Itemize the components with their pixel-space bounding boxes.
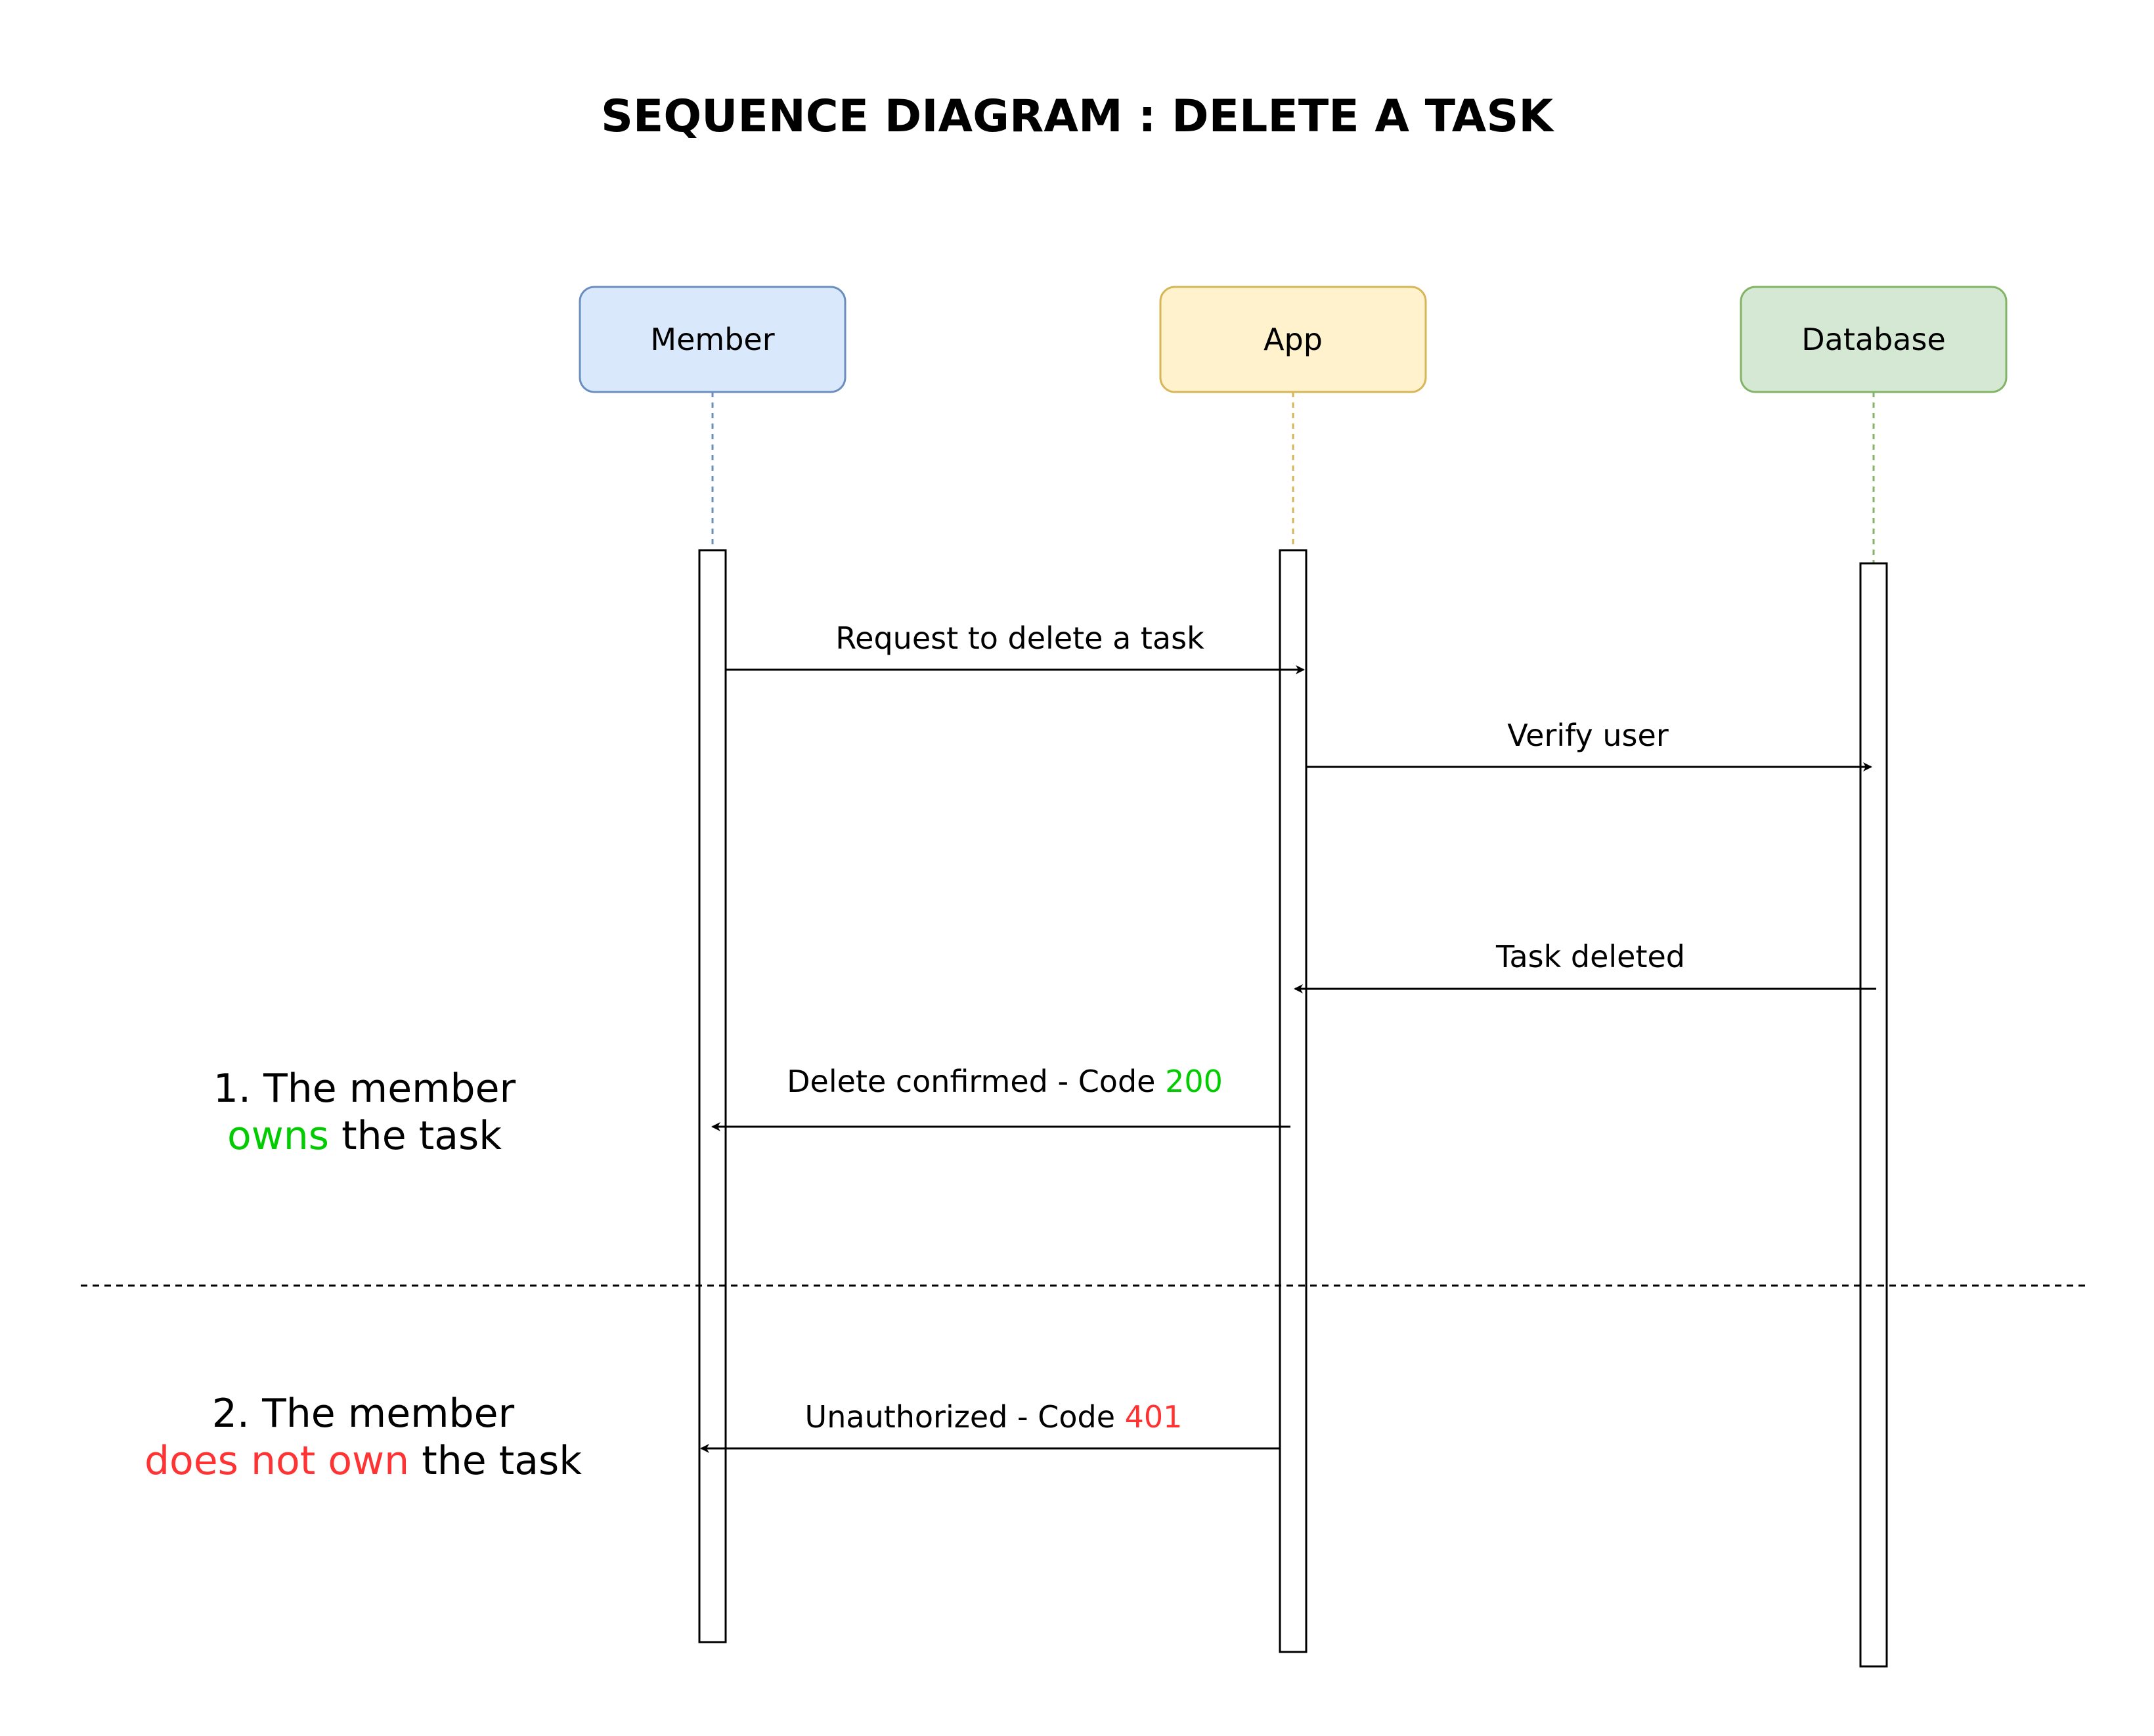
scenario-2-highlight: does not own bbox=[144, 1438, 410, 1484]
member-activation-bar bbox=[698, 549, 727, 1643]
scenario-2-detail: does not own the task bbox=[144, 1437, 582, 1485]
scenario-2-rest: the task bbox=[409, 1438, 582, 1484]
request-label: Request to delete a task bbox=[835, 620, 1204, 656]
database-activation-bar bbox=[1859, 562, 1888, 1668]
deleted-text: Task deleted bbox=[1495, 939, 1686, 974]
request-text: Request to delete a task bbox=[835, 620, 1204, 656]
scenario-1-heading: 1. The member bbox=[213, 1066, 516, 1112]
unauthorized-label: Unauthorized - Code 401 bbox=[805, 1399, 1183, 1435]
scenario-2-note: 2. The member does not own the task bbox=[144, 1390, 582, 1485]
scenario-1-detail: owns the task bbox=[213, 1112, 516, 1160]
error-code: 401 bbox=[1124, 1399, 1183, 1435]
confirmed-label: Delete confirmed - Code 200 bbox=[787, 1064, 1223, 1099]
confirmed-text: Delete confirmed - Code bbox=[787, 1064, 1166, 1099]
database-actor-label: Database bbox=[1801, 322, 1946, 357]
verify-label: Verify user bbox=[1507, 718, 1668, 753]
scenario-1-rest: the task bbox=[329, 1113, 502, 1159]
app-actor-label: App bbox=[1264, 322, 1323, 357]
unauthorized-text: Unauthorized - Code bbox=[804, 1399, 1125, 1435]
member-actor-label: Member bbox=[650, 322, 775, 357]
scenario-1-highlight: owns bbox=[227, 1113, 330, 1159]
app-activation-bar bbox=[1279, 549, 1308, 1653]
scenario-1-note: 1. The member owns the task bbox=[213, 1065, 516, 1160]
verify-text: Verify user bbox=[1507, 718, 1669, 753]
deleted-label: Task deleted bbox=[1496, 939, 1685, 974]
success-code: 200 bbox=[1165, 1064, 1223, 1099]
page-title: SEQUENCE DIAGRAM : DELETE A TASK bbox=[600, 91, 1554, 142]
scenario-2-heading: 2. The member bbox=[211, 1391, 515, 1437]
